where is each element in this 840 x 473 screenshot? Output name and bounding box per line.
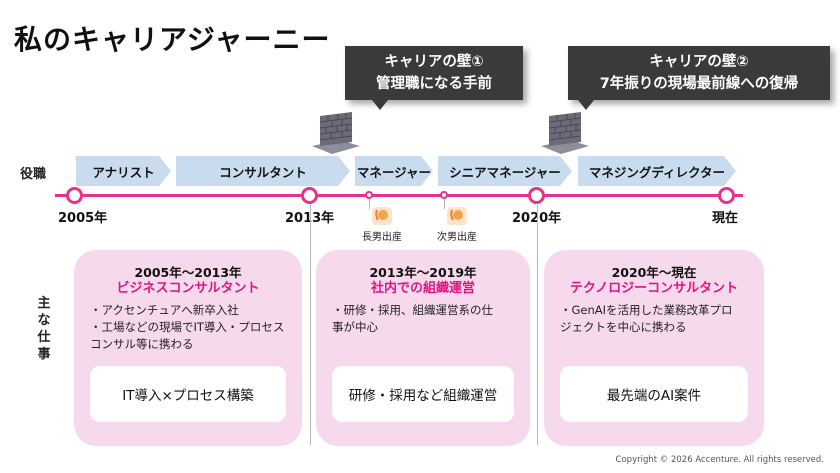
copyright-notice: Copyright © 2026 Accenture. All rights r… [615,455,824,465]
panel-description: ・アクセンチュアへ新卒入社 ・工場などの現場でIT導入・プロセス コンサル等に携… [90,303,285,351]
panel-period: 2013年～2019年 [369,265,477,280]
brick-wall-icon-1 [312,112,360,154]
position-consultant: コンサルタント [176,156,350,186]
callout-1-line2: 管理職になる手前 [376,76,492,92]
position-senior-manager: シニアマネージャー [438,156,572,186]
panel-summary: 研修・採用など組織運営 [332,366,514,422]
panel-description: ・GenAIを活用した業務改革プロ ジェクトを中心に携わる [560,303,733,334]
separator-2013 [310,205,311,445]
year-2013: 2013年 [285,207,334,226]
panel-business-consultant: 2005年～2013年 ビジネスコンサルタント ・アクセンチュアへ新卒入社 ・工… [74,250,302,446]
year-now: 現在 [712,211,739,226]
timeline-marker-2020 [528,187,545,204]
year-2020: 2020年 [512,207,561,226]
panel-summary: IT導入×プロセス構築 [90,366,286,422]
event-connector-1 [369,199,370,209]
panel-role: ビジネスコンサルタント [116,281,260,296]
timeline-marker-now [718,187,735,204]
event-first-son: 長男出産 [357,206,407,243]
panel-internal-operations: 2013年～2019年 社内での組織運営 ・研修・採用、組織運営系の仕 事が中心… [316,250,530,446]
callout-2-tail [578,100,594,110]
career-wall-callout-2: キャリアの壁② 7年振りの現場最前線への復帰 [568,46,830,100]
event-first-son-label: 長男出産 [362,232,402,243]
career-wall-callout-1: キャリアの壁① 管理職になる手前 [345,46,523,100]
year-2005: 2005年 [58,211,108,226]
panel-description: ・研修・採用、組織運営系の仕 事が中心 [332,303,493,334]
panel-period: 2020年～現在 [611,265,697,280]
panel-period: 2005年～2013年 [134,265,242,280]
timeline-marker-2005 [66,187,83,204]
callout-1-line1: キャリアの壁① [384,54,484,70]
panel-role: テクノロジーコンサルタント [569,281,739,296]
main-work-label: 主 な 仕 事 [37,296,51,362]
timeline-marker-birth-1 [365,191,373,199]
timeline-marker-birth-2 [440,191,448,199]
event-second-son: 次男出産 [432,206,482,243]
timeline-marker-2013 [301,187,318,204]
position-managing-director: マネジングディレクター [578,156,736,186]
position-analyst: アナリスト [76,156,171,186]
panel-role: 社内での組織運営 [370,281,475,296]
brick-wall-icon-2 [541,112,589,154]
event-second-son-label: 次男出産 [437,232,477,243]
panel-technology-consultant: 2020年～現在 テクノロジーコンサルタント ・GenAIを活用した業務改革プロ… [544,250,764,446]
callout-1-tail [372,100,388,110]
baby-bottle-icon [372,207,392,225]
page-title: 私のキャリアジャーニー [14,23,331,56]
position-manager: マネージャー [355,156,433,186]
callout-2-line1: キャリアの壁② [649,54,749,70]
timeline-line [55,194,743,197]
position-row-label: 役職 [20,167,47,182]
separator-2020 [537,205,538,445]
event-connector-2 [444,199,445,209]
panel-summary: 最先端のAI案件 [560,366,748,422]
baby-bottle-icon [447,207,467,225]
callout-2-line2: 7年振りの現場最前線への復帰 [599,76,799,92]
